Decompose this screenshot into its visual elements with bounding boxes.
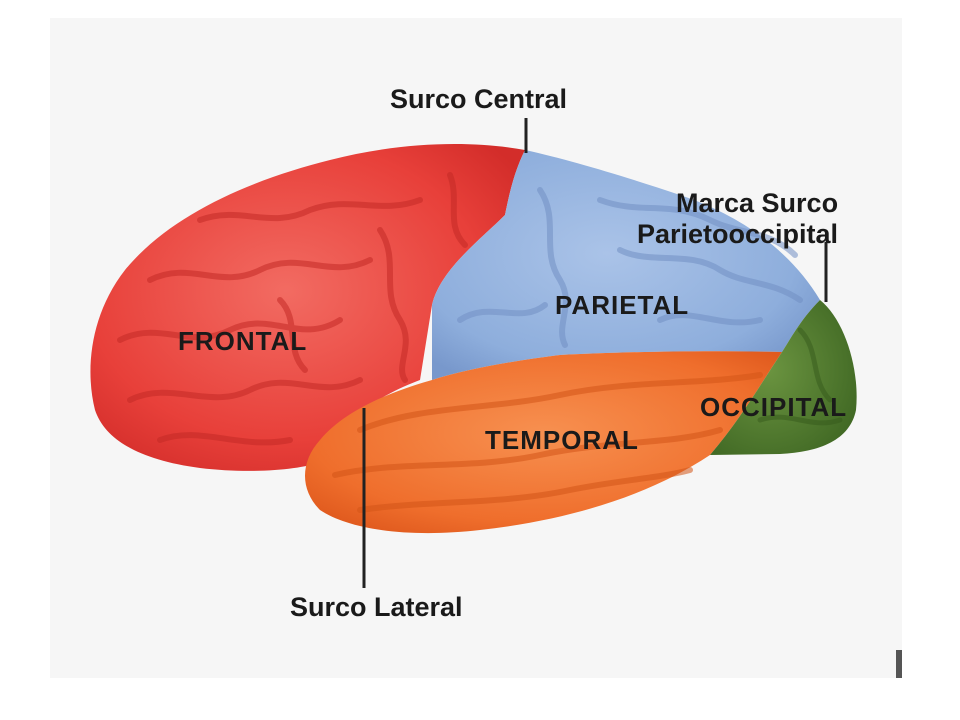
parietal-label: PARIETAL <box>555 290 690 320</box>
parietooccipital-label-line1: Marca Surco <box>676 188 839 218</box>
frontal-gyri <box>117 172 468 446</box>
occipital-gyri <box>757 327 843 426</box>
frontal-lobe <box>90 144 526 471</box>
parietooccipital-label: Marca Surco Parietooccipital <box>620 188 838 250</box>
central-sulcus-label: Surco Central <box>390 84 568 114</box>
parietooccipital-label-line2: Parietooccipital <box>637 219 839 249</box>
parietal-gyri <box>457 187 803 348</box>
temporal-gyri <box>332 372 763 513</box>
occipital-label: OCCIPITAL <box>700 392 848 422</box>
temporal-label: TEMPORAL <box>485 425 639 455</box>
lateral-sulcus-label: Surco Lateral <box>290 592 463 622</box>
temporal-lobe <box>305 351 782 534</box>
occipital-lobe <box>710 300 857 455</box>
frontal-label: FRONTAL <box>178 326 308 356</box>
edge-shadow <box>896 650 902 678</box>
